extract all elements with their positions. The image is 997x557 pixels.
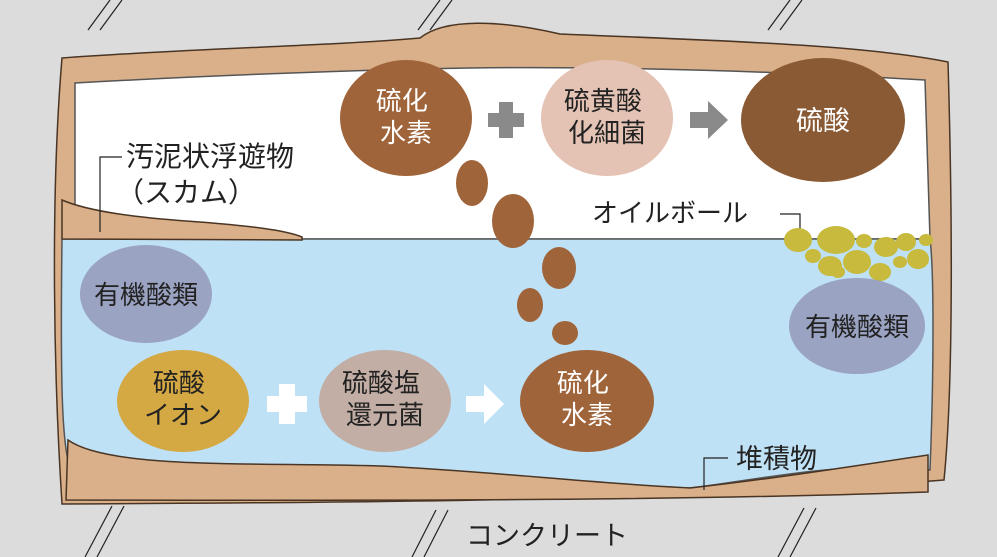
oil-ball xyxy=(896,233,916,251)
oil-ball xyxy=(874,237,898,257)
scum-label-line1: 汚泥状浮遊物 xyxy=(126,140,294,173)
oil-ball-label: オイルボール xyxy=(592,199,748,229)
sediment-label: 堆積物 xyxy=(736,444,817,475)
sulfuric-acid-label: 硫酸 xyxy=(796,106,850,137)
h2s-droplets xyxy=(456,160,578,345)
sulfate-ion-line2: イオン xyxy=(144,401,222,431)
scum-layer xyxy=(61,198,303,241)
oil-ball xyxy=(805,249,821,263)
arrow-right-icon-bottom xyxy=(466,384,504,424)
sulfate-reducing-bacteria-line1: 硫酸塩 xyxy=(342,369,420,399)
svg-text:硫化 水素: 硫化 水素 xyxy=(376,87,436,149)
oil-ball xyxy=(893,256,907,268)
oil-ball-label-leader xyxy=(780,213,801,230)
plus-icon-bottom xyxy=(267,384,307,424)
oil-ball-cluster xyxy=(784,226,933,281)
sulfur-bacteria-line1: 硫黄酸 xyxy=(564,87,642,117)
oil-ball xyxy=(784,228,812,252)
sulfuric-acid-node xyxy=(741,58,905,182)
oil-ball xyxy=(907,249,929,269)
sulfate-reducing-bacteria-line2: 還元菌 xyxy=(346,401,424,431)
scum-label-leader xyxy=(99,156,122,232)
svg-text:硫酸 イオン: 硫酸 イオン xyxy=(144,369,222,431)
concrete-label: コンクリート xyxy=(466,521,628,552)
h2s-droplet xyxy=(456,160,488,206)
h2s-droplet xyxy=(542,247,576,289)
h2s-bottom-line2: 水素 xyxy=(561,401,613,431)
oil-ball xyxy=(817,226,855,254)
sediment-layer xyxy=(65,438,929,502)
svg-text:硫黄酸 化細菌: 硫黄酸 化細菌 xyxy=(564,87,650,149)
oil-ball xyxy=(843,250,871,274)
svg-text:硫化 水素: 硫化 水素 xyxy=(557,369,617,431)
h2s-bottom-node xyxy=(520,350,654,452)
oil-ball xyxy=(831,266,845,278)
sulfate-ion-node xyxy=(117,350,249,452)
sulfur-bacteria-line2: 化細菌 xyxy=(568,119,646,149)
h2s-top-line2: 水素 xyxy=(380,119,432,149)
oil-ball xyxy=(919,234,933,246)
h2s-droplet xyxy=(552,321,578,345)
sediment-label-leader xyxy=(703,457,728,490)
organic-acids-left-node xyxy=(80,245,212,343)
h2s-bottom-line1: 硫化 xyxy=(557,369,609,399)
plus-icon-top xyxy=(488,102,524,138)
arrow-right-icon-top xyxy=(690,101,728,139)
organic-acids-right-label: 有機酸類 xyxy=(805,313,909,343)
h2s-top-node xyxy=(340,60,472,176)
concrete-hatch-marks xyxy=(84,0,817,557)
sulfur-bacteria-node xyxy=(541,60,673,176)
sulfate-ion-line1: 硫酸 xyxy=(153,369,205,399)
oil-ball xyxy=(869,263,891,281)
oil-ball xyxy=(856,234,872,248)
scum-label-line2: （スカム） xyxy=(116,176,256,209)
organic-acids-right-node xyxy=(789,278,925,374)
svg-text:硫酸塩 還元菌: 硫酸塩 還元菌 xyxy=(342,369,428,431)
organic-acids-left-label: 有機酸類 xyxy=(94,281,198,311)
h2s-droplet xyxy=(517,288,543,322)
sulfate-reducing-bacteria-node xyxy=(319,350,451,452)
h2s-droplet xyxy=(492,194,534,248)
h2s-top-line1: 硫化 xyxy=(376,87,428,117)
